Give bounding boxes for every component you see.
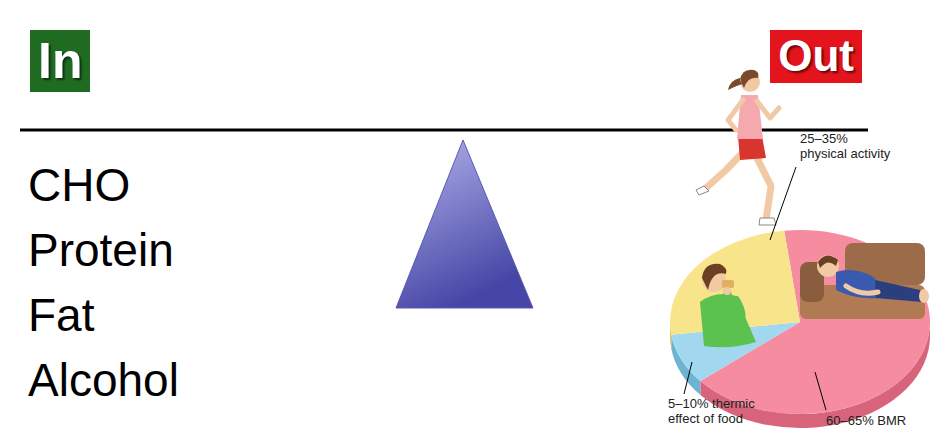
couch-figure xyxy=(800,243,929,319)
intake-item: Protein xyxy=(28,227,174,273)
pie-label: 60–65% BMR xyxy=(826,414,906,429)
intake-item: CHO xyxy=(28,162,130,208)
in-box: In xyxy=(30,30,90,92)
fulcrum-triangle xyxy=(396,140,533,308)
leader-lines xyxy=(684,167,826,410)
box-label: Out xyxy=(778,31,854,82)
eating-figure xyxy=(700,264,756,348)
intake-item: Alcohol xyxy=(28,357,179,403)
pie-label: 5–10% thermic effect of food xyxy=(668,397,760,427)
pie-slice-activity xyxy=(670,231,800,335)
runner-figure xyxy=(696,70,779,225)
intake-item: Fat xyxy=(28,292,94,338)
pie-label: 25–35% physical activity xyxy=(800,132,894,162)
out-box: Out xyxy=(770,30,862,83)
box-label: In xyxy=(38,31,82,91)
